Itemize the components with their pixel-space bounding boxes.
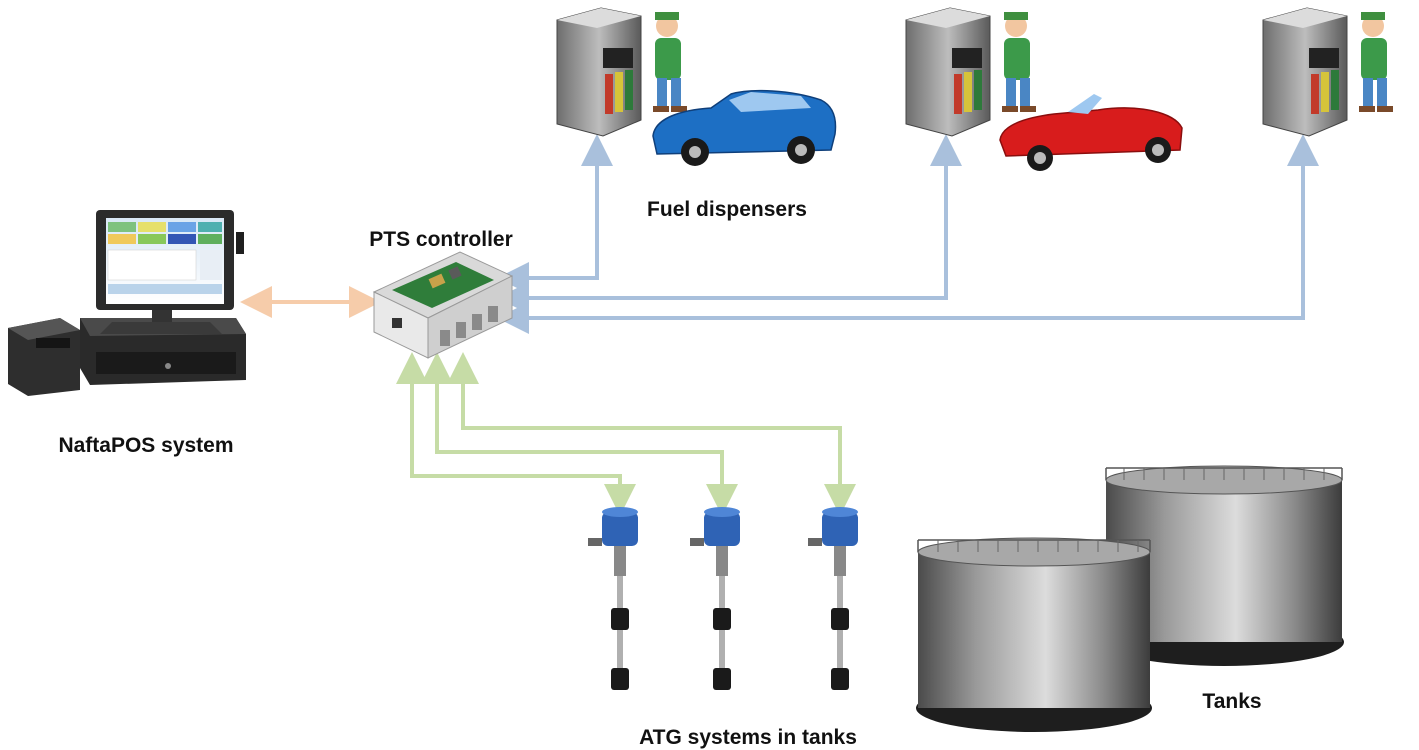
atg-probe-icon (690, 507, 740, 690)
atg-links (396, 352, 856, 516)
fuel-dispenser-icon (556, 7, 642, 137)
receipt-printer-icon (8, 318, 80, 396)
attendant-icon (1002, 12, 1036, 112)
dispenser-station-1 (556, 7, 837, 166)
fuel-dispenser-icon (1262, 7, 1348, 137)
attendant-icon (1359, 12, 1393, 112)
atg-probe-icon (588, 507, 638, 690)
attendant-icon (653, 12, 687, 112)
dispenser-links (497, 134, 1319, 334)
atg-probes (588, 507, 858, 690)
link-atg-3 (447, 352, 856, 516)
tanks (916, 465, 1344, 732)
atg-label: ATG systems in tanks (639, 726, 857, 749)
link-dispenser-2 (497, 134, 962, 314)
fuel-dispenser-icon (905, 7, 991, 137)
pos-terminal-icon (96, 210, 244, 310)
controller-label: PTS controller (369, 228, 513, 251)
car-icon (652, 89, 837, 166)
dispenser-station-3 (1262, 7, 1393, 137)
dispensers-label: Fuel dispensers (647, 198, 807, 221)
atg-probe-icon (808, 507, 858, 690)
link-dispenser-1 (497, 134, 613, 294)
dispenser-station-2 (905, 7, 1183, 171)
pos-label: NaftaPOS system (58, 434, 233, 457)
car-icon (999, 94, 1183, 171)
link-atg-1 (396, 352, 636, 516)
tank-icon (916, 537, 1152, 732)
link-atg-2 (421, 352, 738, 516)
controller-box-icon (372, 251, 514, 359)
link-dispenser-3 (497, 134, 1319, 334)
pos-system (8, 210, 246, 396)
tanks-label: Tanks (1202, 690, 1261, 713)
